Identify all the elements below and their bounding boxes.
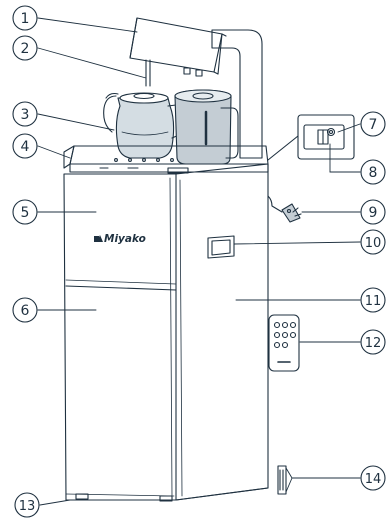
cabinet-body (64, 164, 286, 501)
callout-3: 3 (13, 102, 37, 126)
callout-label: 10 (365, 236, 382, 251)
callout-12: 12 (361, 330, 385, 354)
callout-label: 3 (21, 107, 30, 123)
electric-kettle (175, 90, 238, 164)
brand-logo-text: Miyako (104, 233, 146, 245)
callout-2: 2 (13, 36, 37, 60)
callout-1: 1 (13, 6, 37, 30)
remote-control (269, 315, 299, 371)
callout-13: 13 (15, 493, 39, 517)
brand-logo: Miyako (94, 233, 146, 245)
glass-jug (104, 93, 186, 158)
callout-label: 4 (21, 139, 30, 155)
callout-10: 10 (361, 230, 385, 254)
callout-label: 7 (369, 117, 378, 133)
callout-14: 14 (361, 466, 385, 490)
callout-label: 6 (21, 303, 30, 319)
callout-label: 14 (365, 472, 382, 487)
callout-label: 11 (365, 294, 382, 309)
power-switch-inset (268, 115, 354, 160)
callout-label: 9 (369, 205, 378, 221)
callout-7: 7 (361, 112, 385, 136)
callout-label: 8 (369, 165, 378, 181)
callout-4: 4 (13, 134, 37, 158)
callouts: 1 2 3 4 5 6 7 8 (13, 6, 385, 517)
callout-label: 1 (21, 11, 30, 27)
power-plug (268, 196, 301, 222)
callout-5: 5 (13, 200, 37, 224)
callout-8: 8 (361, 160, 385, 184)
callout-6: 6 (13, 298, 37, 322)
callout-11: 11 (361, 288, 385, 312)
callout-label: 5 (21, 205, 30, 221)
callout-label: 13 (19, 499, 36, 514)
callout-label: 12 (365, 336, 382, 351)
callout-label: 2 (21, 41, 30, 57)
callout-9: 9 (361, 200, 385, 224)
